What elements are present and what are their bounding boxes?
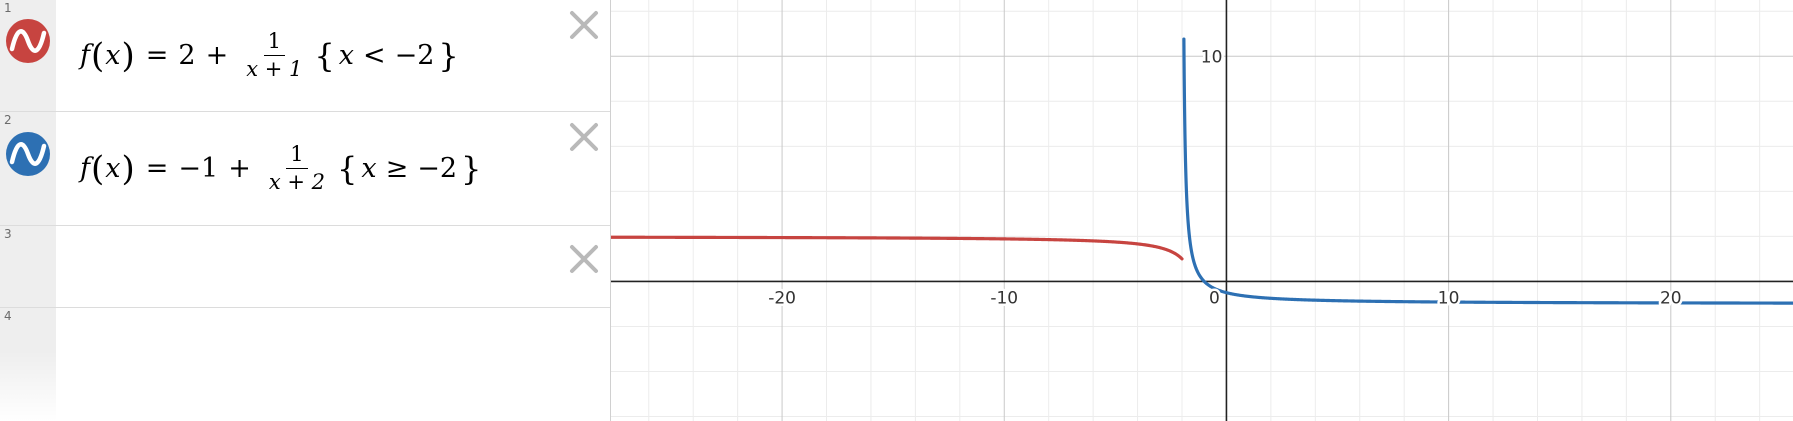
paren: (	[91, 148, 105, 189]
constant-term: 2	[178, 40, 196, 71]
condition-variable: x	[338, 40, 354, 71]
x-tick-label: -20	[768, 288, 796, 308]
condition-value: −2	[394, 40, 435, 71]
fraction-numerator: 1	[286, 144, 308, 169]
expression-row-2[interactable]: 2 f ( x ) = −1 + 1 x + 2 { x ≥ −2	[0, 112, 610, 226]
brace-close: }	[438, 36, 459, 75]
fraction: 1 x + 2	[265, 144, 329, 193]
graph-paper[interactable]: -20 -10 0 10 20 10	[611, 0, 1793, 421]
sine-wave-icon[interactable]	[6, 19, 50, 63]
condition-value: −2	[417, 153, 458, 184]
fraction-denominator: x + 2	[268, 170, 325, 194]
condition-operator: <	[362, 40, 386, 71]
condition-operator: ≥	[385, 153, 409, 184]
major-gridlines	[611, 0, 1793, 421]
fraction-denominator: x + 1	[246, 57, 303, 81]
variable: x	[105, 40, 121, 71]
brace-open: {	[336, 149, 358, 188]
close-icon[interactable]	[567, 8, 601, 42]
row-index: 3	[4, 227, 12, 241]
paren: (	[91, 35, 105, 76]
fraction: 1 x + 1	[242, 31, 306, 80]
paren: )	[121, 35, 135, 76]
expression-input[interactable]: f ( x ) = 2 + 1 x + 1 { x < −2 }	[56, 0, 610, 111]
plus-sign: +	[228, 153, 251, 184]
equals-sign: =	[145, 153, 169, 184]
series-line-1	[611, 235, 1184, 261]
row-index: 2	[4, 113, 12, 127]
row-index: 4	[4, 309, 12, 323]
graph-background	[611, 0, 1793, 421]
sine-wave-icon[interactable]	[6, 132, 50, 176]
row-gutter: 2	[0, 112, 56, 225]
series-line-2	[1182, 37, 1793, 305]
math-expression: f ( x ) = 2 + 1 x + 1 { x < −2 }	[80, 31, 463, 80]
brace-close: }	[461, 149, 482, 188]
condition-variable: x	[361, 153, 377, 184]
variable: x	[105, 153, 121, 184]
expression-input[interactable]	[56, 226, 610, 307]
row-gutter: 4	[0, 308, 56, 421]
function-name: f	[80, 153, 90, 184]
graph-canvas[interactable]: -20 -10 0 10 20 10	[611, 0, 1793, 421]
expression-row-1[interactable]: 1 f ( x ) = 2 + 1 x + 1 { x < −2	[0, 0, 610, 112]
close-icon[interactable]	[567, 242, 601, 276]
y-tick-label: 10	[1201, 47, 1223, 67]
x-tick-label: 10	[1438, 288, 1460, 308]
math-expression: f ( x ) = −1 + 1 x + 2 { x ≥ −2 }	[80, 144, 485, 193]
constant-term: −1	[178, 153, 219, 184]
fraction-numerator: 1	[263, 31, 285, 56]
paren: )	[121, 148, 135, 189]
tick-labels: -20 -10 0 10 20 10	[766, 45, 1684, 311]
equals-sign: =	[145, 40, 169, 71]
expression-row-4[interactable]: 4	[0, 308, 610, 421]
x-tick-label: 20	[1660, 288, 1682, 308]
expression-list: 1 f ( x ) = 2 + 1 x + 1 { x < −2	[0, 0, 611, 421]
row-gutter: 1	[0, 0, 56, 111]
plus-sign: +	[205, 40, 229, 71]
row-index: 1	[4, 1, 12, 15]
function-name: f	[80, 40, 90, 71]
expression-input[interactable]: f ( x ) = −1 + 1 x + 2 { x ≥ −2 }	[56, 112, 610, 225]
expression-input[interactable]	[56, 308, 610, 421]
expression-row-3[interactable]: 3	[0, 226, 610, 308]
close-icon[interactable]	[567, 120, 601, 154]
curves	[611, 37, 1793, 305]
brace-open: {	[314, 36, 335, 75]
x-tick-label: 0	[1209, 288, 1220, 308]
axes	[611, 0, 1793, 421]
row-gutter: 3	[0, 226, 56, 307]
x-tick-label: -10	[990, 288, 1018, 308]
